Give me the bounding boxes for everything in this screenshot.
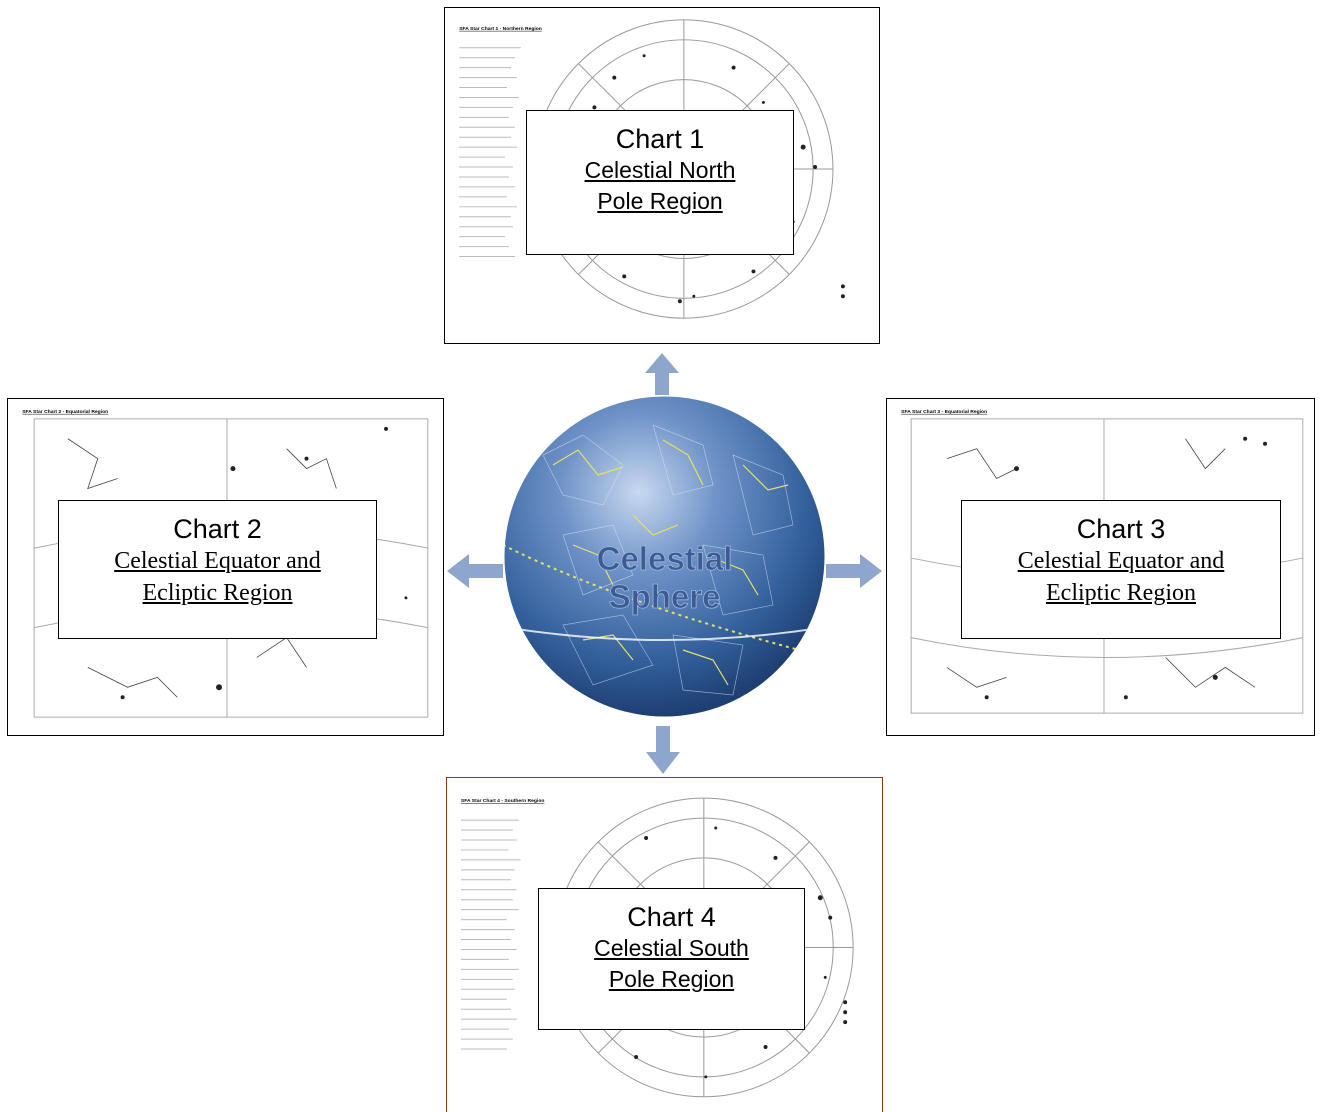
chart-1-link[interactable]: Celestial North Pole Region	[527, 155, 793, 217]
chart-2-title: Chart 2	[173, 514, 262, 544]
chart-1-title: Chart 1	[615, 124, 705, 154]
chart-3-thumbnail[interactable]: SFA Star Chart 3 - Equatorial Region Cha…	[886, 398, 1315, 736]
chart-2-link-line2: Ecliptic Region	[142, 580, 293, 606]
chart-3-link-line2: Ecliptic Region	[1046, 580, 1196, 606]
chart-1-label-box[interactable]: Chart 1 Celestial North Pole Region	[526, 110, 794, 255]
chart-4-link[interactable]: Celestial South Pole Region	[539, 933, 804, 995]
chart-header: SFA Star Chart 2 - Equatorial Region	[22, 409, 108, 415]
chart-4-label-box[interactable]: Chart 4 Celestial South Pole Region	[538, 888, 805, 1030]
chart-3-link[interactable]: Celestial Equator and Ecliptic Region	[962, 545, 1280, 609]
celestial-sphere-globe[interactable]: Celestial Sphere	[503, 395, 826, 718]
arrow-down-icon	[646, 726, 680, 774]
arrow-up-icon	[645, 353, 679, 395]
chart-4-link-line1: Celestial South	[594, 935, 749, 961]
chart-4-thumbnail[interactable]: SFA Star Chart 4 - Southern Region	[446, 777, 883, 1112]
chart-1-thumbnail[interactable]: SFA Star Chart 1 - Northern Region	[444, 7, 880, 344]
chart-header: SFA Star Chart 4 - Southern Region	[461, 798, 544, 804]
sphere-label-line2: Sphere	[609, 578, 721, 615]
chart-1-link-line2: Pole Region	[597, 188, 723, 214]
chart-header: SFA Star Chart 1 - Northern Region	[459, 26, 542, 32]
arrow-right-icon	[826, 554, 882, 588]
arrow-left-icon	[447, 554, 503, 588]
chart-1-link-line1: Celestial North	[584, 157, 736, 183]
chart-3-label-box[interactable]: Chart 3 Celestial Equator and Ecliptic R…	[961, 500, 1281, 639]
chart-4-link-line2: Pole Region	[608, 966, 735, 992]
chart-2-link-line1: Celestial Equator and	[114, 548, 321, 574]
chart-3-link-line1: Celestial Equator and	[1017, 548, 1225, 574]
chart-header: SFA Star Chart 3 - Equatorial Region	[901, 409, 987, 415]
chart-4-title: Chart 4	[627, 902, 716, 932]
sphere-label-line1: Celestial	[597, 540, 733, 577]
equatorial-star-map-image: SFA Star Chart 3 - Equatorial Region	[901, 409, 1304, 714]
chart-3-title: Chart 3	[1076, 514, 1166, 544]
chart-2-label-box[interactable]: Chart 2 Celestial Equator and Ecliptic R…	[58, 500, 377, 639]
chart-2-link[interactable]: Celestial Equator and Ecliptic Region	[59, 545, 376, 609]
chart-2-thumbnail[interactable]: SFA Star Chart 2 - Equatorial Region Cha…	[7, 398, 444, 736]
